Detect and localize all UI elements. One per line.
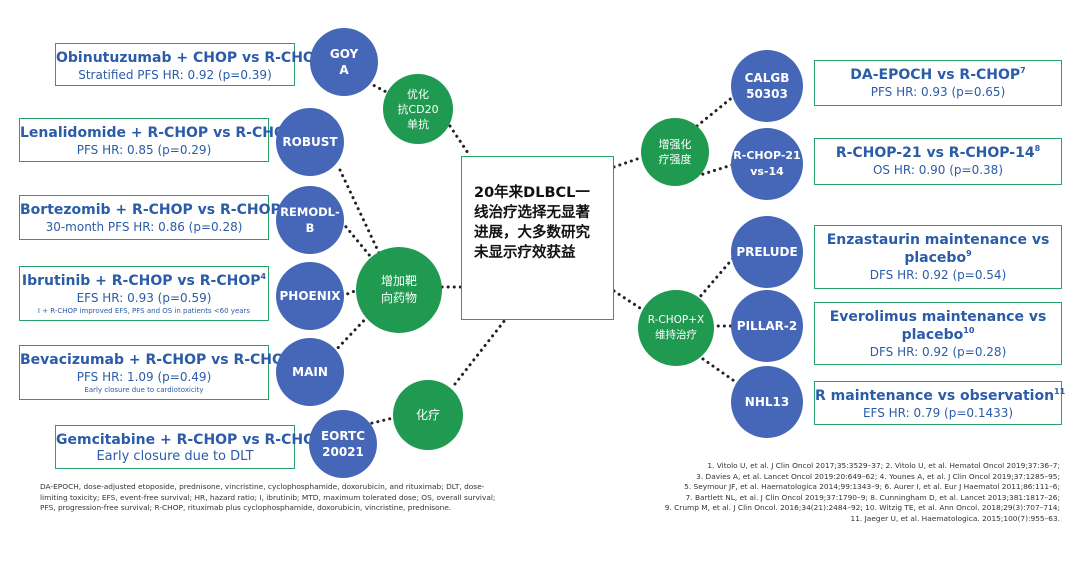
references-footnote: 1. Vitolo U, et al. J Clin Oncol 2017;35… xyxy=(600,461,1060,524)
result-title: Obinutuzumab + CHOP vs R-CHOP1 xyxy=(56,50,331,67)
result-title: Enzastaurin maintenance vs placebo9 xyxy=(826,232,1050,266)
reference-line: 5. Seymour JF, et al. Haematologica 2014… xyxy=(684,482,1060,491)
result-value: EFS HR: 0.79 (p=0.1433) xyxy=(862,406,1014,420)
result-value: PFS HR: 1.09 (p=0.49) xyxy=(76,370,212,384)
reference-line: 3. Davies A, et al. Lancet Oncol 2019:20… xyxy=(696,471,1060,481)
trial-circle-robust: ROBUST xyxy=(276,108,344,176)
result-title: R maintenance vs observation11 xyxy=(815,387,1066,405)
reference-line: 7. Bartlett NL, et al. J Clin Oncol 2019… xyxy=(685,492,1060,502)
result-value: DFS HR: 0.92 (p=0.28) xyxy=(869,345,1007,359)
result-box-rchop21-vs-14: R-CHOP-21 vs R-CHOP-148 OS HR: 0.90 (p=0… xyxy=(814,138,1062,185)
trial-circle-eortc: EORTC 20021 xyxy=(309,410,377,478)
result-value: PFS HR: 0.93 (p=0.65) xyxy=(870,85,1006,99)
result-value: DFS HR: 0.92 (p=0.54) xyxy=(869,268,1007,282)
reference-line: 9. Crump M, et al. J Clin Oncol. 2016;34… xyxy=(664,503,1060,512)
strategy-circle-chemo: 化疗 xyxy=(393,380,463,450)
result-title: Bevacizumab + R-CHOP vs R-CHOP5 xyxy=(20,352,300,369)
result-box-gemcitabine: Gemcitabine + R-CHOP vs R-CHOP6 Early cl… xyxy=(55,425,331,469)
trial-circle-rchop21: R-CHOP-21 vs-14 xyxy=(731,128,803,200)
result-title: Gemcitabine + R-CHOP vs R-CHOP6 xyxy=(56,432,331,449)
abbreviations-footnote: DA-EPOCH, dose-adjusted etoposide, predn… xyxy=(40,482,496,512)
reference-line: 1. Vitolo U, et al. J Clin Oncol 2017;35… xyxy=(707,461,1060,470)
result-box-obinutuzumab: Obinutuzumab + CHOP vs R-CHOP1 Stratifie… xyxy=(55,43,331,86)
result-value: OS HR: 0.90 (p=0.38) xyxy=(872,163,1003,177)
result-box-r-maintenance: R maintenance vs observation11 EFS HR: 0… xyxy=(814,381,1066,425)
trial-circle-goya: GOY A xyxy=(310,28,378,96)
result-title: R-CHOP-21 vs R-CHOP-148 xyxy=(835,144,1041,162)
result-note: Early closure due to cardiotoxicity xyxy=(84,386,204,394)
strategy-circle-anti-cd20: 优化 抗CD20 单抗 xyxy=(383,74,453,144)
result-value: Stratified PFS HR: 0.92 (p=0.39) xyxy=(78,68,272,82)
result-title: Everolimus maintenance vs placebo10 xyxy=(829,309,1047,343)
strategy-circle-targeted: 增加靶 向药物 xyxy=(356,247,442,333)
result-note: I + R-CHOP improved EFS, PFS and OS in p… xyxy=(37,307,251,315)
result-box-bevacizumab: Bevacizumab + R-CHOP vs R-CHOP5 PFS HR: … xyxy=(19,345,300,400)
reference-line: 11. Jaeger U, et al. Haematologica. 2015… xyxy=(850,513,1060,523)
result-box-lenalidomide: Lenalidomide + R-CHOP vs R-CHOP2 PFS HR:… xyxy=(19,118,302,162)
result-value: PFS HR: 0.85 (p=0.29) xyxy=(76,143,212,157)
result-title: DA-EPOCH vs R-CHOP7 xyxy=(850,66,1026,84)
result-title: Ibrutinib + R-CHOP vs R-CHOP4 xyxy=(21,272,267,290)
strategy-circle-intensify: 增强化 疗强度 xyxy=(641,118,709,186)
result-box-ibrutinib: Ibrutinib + R-CHOP vs R-CHOP4 EFS HR: 0.… xyxy=(19,266,269,321)
trial-circle-pillar-2: PILLAR-2 xyxy=(731,290,803,362)
trial-circle-main: MAIN xyxy=(276,338,344,406)
trial-circle-phoenix: PHOENIX xyxy=(276,262,344,330)
result-value: 30-month PFS HR: 0.86 (p=0.28) xyxy=(45,220,243,234)
result-value: Early closure due to DLT xyxy=(96,449,254,464)
trial-circle-nhl13: NHL13 xyxy=(731,366,803,438)
result-box-da-epoch: DA-EPOCH vs R-CHOP7 PFS HR: 0.93 (p=0.65… xyxy=(814,60,1062,106)
result-box-enzastaurin: Enzastaurin maintenance vs placebo9 DFS … xyxy=(814,225,1062,289)
result-box-everolimus: Everolimus maintenance vs placebo10 DFS … xyxy=(814,302,1062,365)
trial-circle-remodl-b: REMODL-B xyxy=(276,186,344,254)
central-conclusion-box: 20年来DLBCL一线治疗选择无显著进展，大多数研究未显示疗效获益 xyxy=(461,156,614,320)
result-title: Lenalidomide + R-CHOP vs R-CHOP2 xyxy=(20,125,302,142)
trial-circle-calgb: CALGB 50303 xyxy=(731,50,803,122)
trial-circle-prelude: PRELUDE xyxy=(731,216,803,288)
result-value: EFS HR: 0.93 (p=0.59) xyxy=(76,291,212,305)
strategy-circle-maintenance: R-CHOP+X 维持治疗 xyxy=(638,290,714,366)
